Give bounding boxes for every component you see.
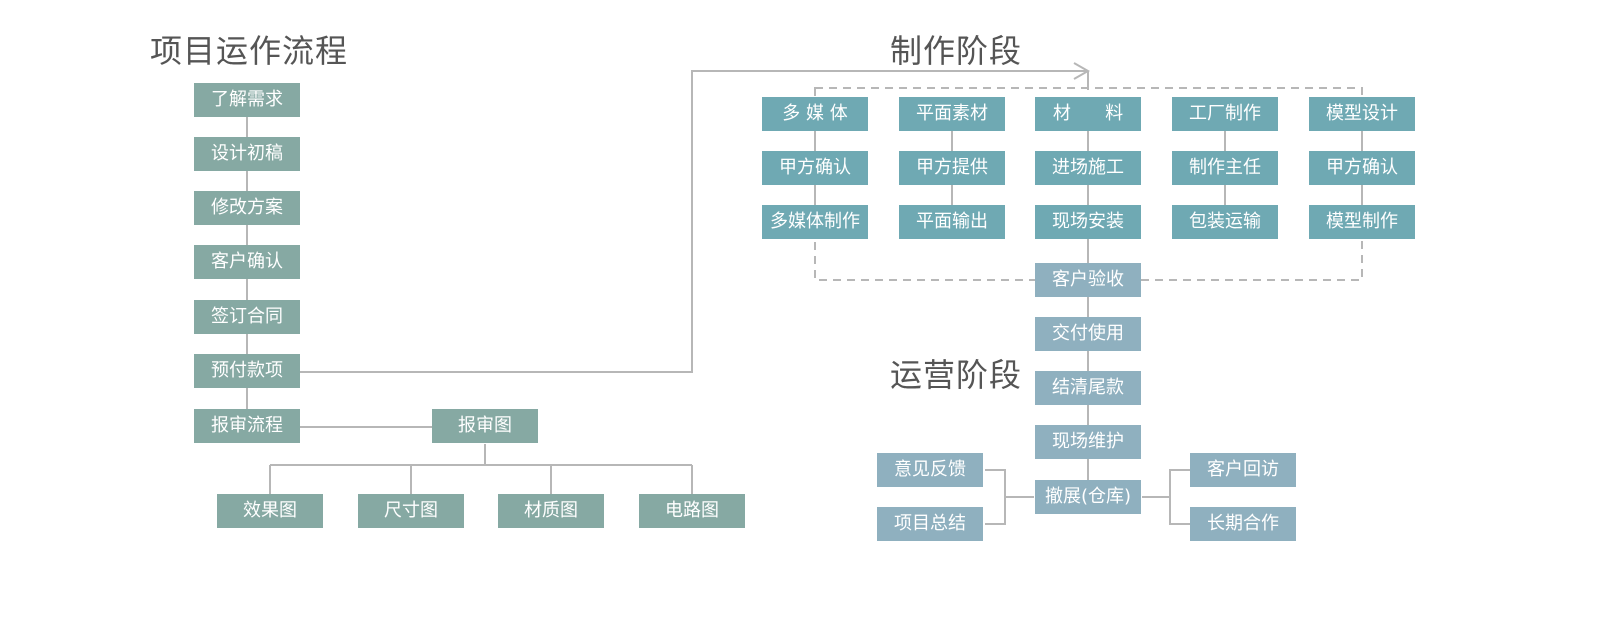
operations-step: 现场维护 — [1035, 425, 1141, 459]
review-child: 尺寸图 — [358, 494, 464, 528]
production-item: 甲方确认 — [762, 151, 868, 185]
production-title: 制作阶段 — [890, 32, 1023, 70]
flow-step: 修改方案 — [194, 191, 300, 225]
production-item: 制作主任 — [1172, 151, 1278, 185]
operations-title: 运营阶段 — [890, 356, 1023, 394]
review-child: 材质图 — [498, 494, 604, 528]
right-bracket-line — [1169, 469, 1190, 525]
production-item: 包装运输 — [1172, 205, 1278, 239]
operations-step: 撤展(仓库) — [1035, 480, 1141, 514]
review-child: 效果图 — [217, 494, 323, 528]
production-item: 模型设计 — [1309, 97, 1415, 131]
production-item: 甲方确认 — [1309, 151, 1415, 185]
production-item: 进场施工 — [1035, 151, 1141, 185]
advance-to-production-line — [300, 70, 1088, 373]
operations-step: 交付使用 — [1035, 317, 1141, 351]
operations-step: 结清尾款 — [1035, 371, 1141, 405]
production-item: 模型制作 — [1309, 205, 1415, 239]
operations-left-item: 项目总结 — [877, 507, 983, 541]
flow-step: 设计初稿 — [194, 137, 300, 171]
operations-left-item: 意见反馈 — [877, 453, 983, 487]
flow-step: 了解需求 — [194, 83, 300, 117]
operations-right-item: 长期合作 — [1190, 507, 1296, 541]
production-item: 多 媒 体 — [762, 97, 868, 131]
production-item: 甲方提供 — [899, 151, 1005, 185]
production-item: 现场安装 — [1035, 205, 1141, 239]
operations-right-item: 客户回访 — [1190, 453, 1296, 487]
production-item: 材 料 — [1035, 97, 1141, 131]
review-hub: 报审图 — [432, 409, 538, 443]
left-bracket-line — [985, 469, 1006, 525]
flow-step: 客户确认 — [194, 245, 300, 279]
customer-acceptance: 客户验收 — [1035, 263, 1141, 297]
review-child: 电路图 — [639, 494, 745, 528]
flow-title: 项目运作流程 — [150, 32, 349, 70]
production-item: 平面输出 — [899, 205, 1005, 239]
production-item: 多媒体制作 — [762, 205, 868, 239]
flow-step: 签订合同 — [194, 300, 300, 334]
production-item: 工厂制作 — [1172, 97, 1278, 131]
flow-step: 报审流程 — [194, 409, 300, 443]
flow-step: 预付款项 — [194, 354, 300, 388]
production-item: 平面素材 — [899, 97, 1005, 131]
